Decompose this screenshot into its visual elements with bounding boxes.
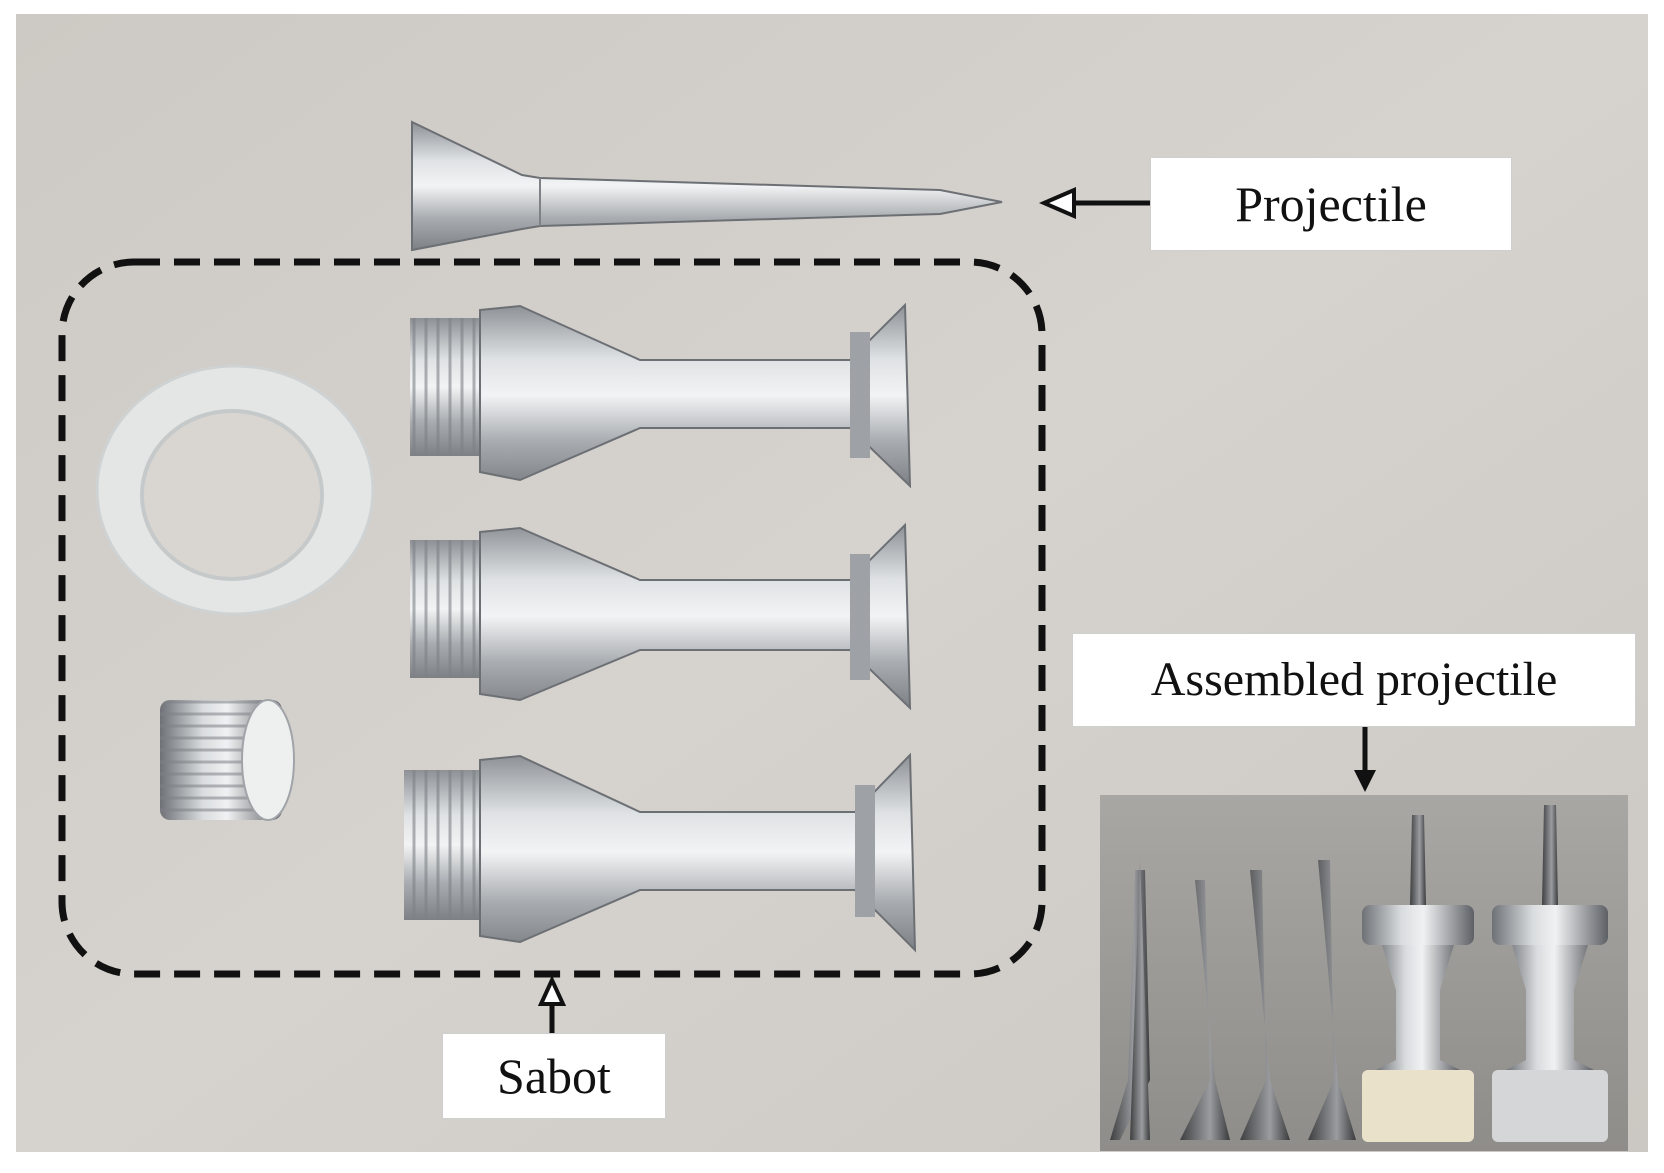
projectile-photo	[411, 120, 1003, 252]
sabot-arrow	[537, 975, 567, 1033]
assembled-arrow	[1354, 725, 1376, 792]
sabot-label: Sabot	[442, 1033, 666, 1119]
projectile-label: Projectile	[1150, 157, 1512, 251]
obturator-ring	[95, 364, 375, 616]
assembled-projectile-photo	[1100, 795, 1628, 1151]
projectile-arrow	[1038, 186, 1150, 220]
threaded-plug	[160, 699, 295, 821]
assembled-projectile-label: Assembled projectile	[1072, 633, 1636, 727]
sabot-piece-3	[404, 752, 917, 953]
sabot-piece-1	[410, 302, 912, 489]
sabot-piece-2	[410, 522, 912, 711]
sabot-dashed-boundary	[58, 258, 1046, 978]
